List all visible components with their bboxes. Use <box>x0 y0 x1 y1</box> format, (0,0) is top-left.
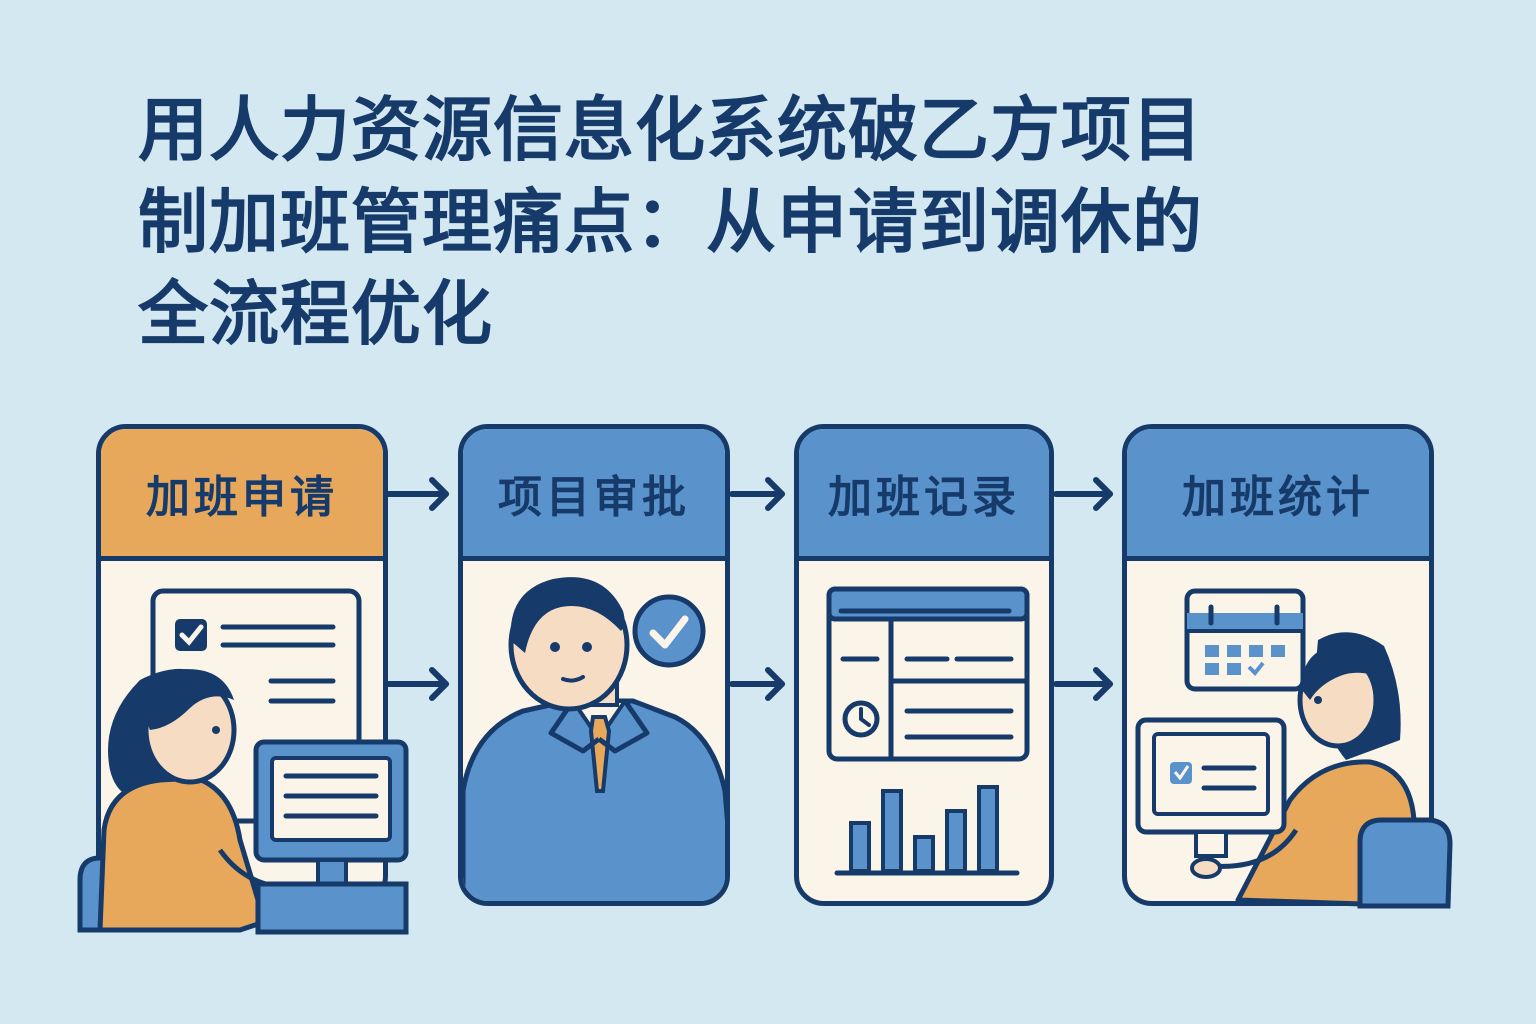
step-title-application: 加班申请 <box>101 429 383 561</box>
arrow-icon-3-top <box>1053 477 1113 511</box>
title-line-1: 用人力资源信息化系统破乙方项目 <box>138 89 1203 171</box>
arrow-icon-3-bottom <box>1053 667 1113 701</box>
arrow-icon-2-bottom <box>729 667 785 701</box>
step-card-application: 加班申请 <box>96 424 388 906</box>
record-illustration <box>799 561 1049 901</box>
step-title-statistics: 加班统计 <box>1127 429 1429 561</box>
arrow-icon-1-bottom <box>385 667 449 701</box>
bar-chart-icon <box>834 785 1020 876</box>
step-card-statistics: 加班统计 <box>1122 424 1434 906</box>
application-illustration <box>101 561 383 901</box>
title-line-3: 全流程优化 <box>138 273 493 355</box>
approved-check-icon <box>632 594 706 668</box>
step-title-approval: 项目审批 <box>463 429 725 561</box>
step-card-record: 加班记录 <box>794 424 1054 906</box>
clock-icon <box>842 700 880 738</box>
step-card-approval: 项目审批 <box>458 424 730 906</box>
arrow-icon-1-top <box>385 477 449 511</box>
approval-illustration <box>463 561 725 901</box>
page-title: 用人力资源信息化系统破乙方项目 制加班管理痛点：从申请到调休的 全流程优化 <box>138 84 1478 360</box>
title-line-2: 制加班管理痛点：从申请到调休的 <box>138 181 1203 263</box>
form-document-icon <box>150 588 362 824</box>
calendar-icon <box>1184 588 1306 692</box>
step-title-record: 加班记录 <box>799 429 1049 561</box>
manager-figure <box>463 577 725 901</box>
statistics-illustration <box>1127 561 1429 901</box>
arrow-icon-2-top <box>729 477 785 511</box>
